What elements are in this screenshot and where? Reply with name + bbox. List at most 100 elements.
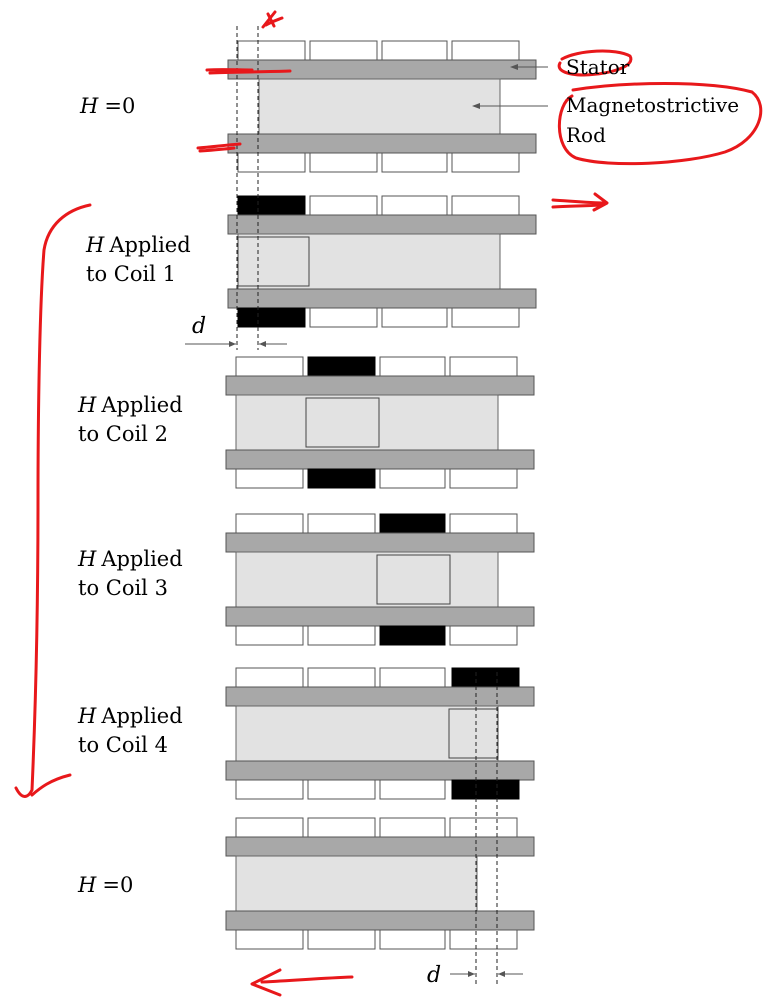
coil-top-2 bbox=[307, 513, 376, 534]
stage-6-h-zero bbox=[225, 817, 535, 950]
red-mark-stator-bottom bbox=[196, 142, 242, 153]
coil-top-2 bbox=[307, 817, 376, 838]
rod-label-line2: Rod bbox=[566, 123, 606, 147]
magnetostrictive-rod bbox=[258, 78, 501, 135]
coil-top-3-active bbox=[379, 513, 446, 534]
coil-bottom-1-active bbox=[237, 307, 306, 328]
rod-elongated-segment bbox=[237, 236, 310, 287]
magnetostrictive-rod bbox=[235, 551, 499, 608]
stator-top bbox=[227, 59, 537, 80]
coil-top-2-active bbox=[307, 356, 376, 377]
stator-top bbox=[227, 214, 537, 235]
stator-bottom bbox=[225, 606, 535, 627]
stator-top bbox=[225, 686, 535, 707]
arrowhead bbox=[259, 341, 266, 347]
coil-top-4 bbox=[449, 356, 518, 377]
coil-bottom-3-active bbox=[379, 625, 446, 646]
coil-top-1 bbox=[235, 817, 304, 838]
coil-bottom-4 bbox=[451, 307, 520, 328]
magnetostrictive-rod bbox=[235, 855, 478, 912]
coil-bottom-3 bbox=[379, 929, 446, 950]
coil-bottom-3 bbox=[381, 307, 448, 328]
stator-bottom bbox=[227, 133, 537, 154]
red-scribble-top bbox=[261, 10, 284, 29]
coil-bottom-1 bbox=[235, 779, 304, 800]
coil-top-4 bbox=[449, 513, 518, 534]
coil-top-4-active bbox=[451, 667, 520, 688]
coil-bottom-4 bbox=[449, 468, 518, 489]
stator-bottom bbox=[227, 288, 537, 309]
red-arrow-left bbox=[250, 968, 354, 997]
rod-label-line1: Magnetostrictive bbox=[566, 93, 739, 117]
stator-bottom bbox=[225, 910, 535, 931]
stage-1-label: H=0 bbox=[79, 94, 135, 118]
stage-3-coil-2 bbox=[225, 356, 535, 489]
arrowhead bbox=[510, 64, 518, 70]
dimension-arrows bbox=[185, 341, 523, 977]
coil-bottom-3 bbox=[379, 468, 446, 489]
stator-top bbox=[225, 836, 535, 857]
coil-top-2 bbox=[309, 40, 378, 61]
dimension-label-top: d bbox=[192, 314, 206, 339]
coil-top-4 bbox=[451, 195, 520, 216]
stage-3-label-line2: to Coil 2 bbox=[78, 422, 168, 446]
coil-bottom-4-active bbox=[451, 779, 520, 800]
red-mark-stator-top bbox=[205, 68, 292, 75]
stage-2-label-line2: to Coil 1 bbox=[86, 262, 176, 286]
coil-top-4 bbox=[449, 817, 518, 838]
coil-top-1 bbox=[235, 667, 304, 688]
coil-top-3 bbox=[381, 195, 448, 216]
coil-bottom-4 bbox=[449, 625, 518, 646]
coil-bottom-3 bbox=[381, 152, 448, 173]
arrowhead bbox=[472, 103, 480, 109]
red-circle-rod bbox=[557, 82, 763, 166]
arrowhead bbox=[468, 971, 475, 977]
coil-bottom-1 bbox=[237, 152, 306, 173]
coil-bottom-2 bbox=[309, 307, 378, 328]
rod-elongated-segment bbox=[376, 554, 451, 605]
coil-bottom-2 bbox=[307, 929, 376, 950]
reference-lines bbox=[236, 26, 498, 986]
dimension-label-bottom: d bbox=[427, 963, 441, 988]
coil-bottom-1 bbox=[235, 929, 304, 950]
stage-4-coil-3 bbox=[225, 513, 535, 646]
coil-bottom-4 bbox=[451, 152, 520, 173]
stage-5-coil-4 bbox=[225, 667, 535, 800]
coil-bottom-1 bbox=[235, 625, 304, 646]
stator-label: Stator bbox=[566, 55, 630, 79]
red-arrow-right bbox=[551, 192, 609, 212]
coil-top-3 bbox=[379, 817, 446, 838]
coil-top-2 bbox=[309, 195, 378, 216]
stator-bottom bbox=[225, 760, 535, 781]
coil-bottom-1 bbox=[235, 468, 304, 489]
coil-top-3 bbox=[381, 40, 448, 61]
stator-bottom bbox=[225, 449, 535, 470]
stage-1-h-zero bbox=[227, 40, 537, 173]
coil-top-1-active bbox=[237, 195, 306, 216]
label-pointers bbox=[472, 64, 548, 109]
coil-bottom-2-active bbox=[307, 468, 376, 489]
coil-top-3 bbox=[379, 667, 446, 688]
coil-top-2 bbox=[307, 667, 376, 688]
red-bracket bbox=[14, 203, 92, 798]
rod-elongated-segment bbox=[448, 708, 499, 759]
coil-bottom-4 bbox=[449, 929, 518, 950]
magnetostrictive-rod bbox=[235, 394, 499, 451]
coil-bottom-2 bbox=[309, 152, 378, 173]
stage-5-label-line2: to Coil 4 bbox=[78, 733, 168, 757]
stage-2-coil-1 bbox=[227, 195, 537, 328]
arrowhead bbox=[229, 341, 236, 347]
arrowhead bbox=[498, 971, 505, 977]
coil-bottom-3 bbox=[379, 779, 446, 800]
coil-top-3 bbox=[379, 356, 446, 377]
magnetostrictive-rod bbox=[235, 705, 499, 762]
coil-bottom-2 bbox=[307, 779, 376, 800]
stator-top bbox=[225, 375, 535, 396]
coil-top-1 bbox=[235, 513, 304, 534]
